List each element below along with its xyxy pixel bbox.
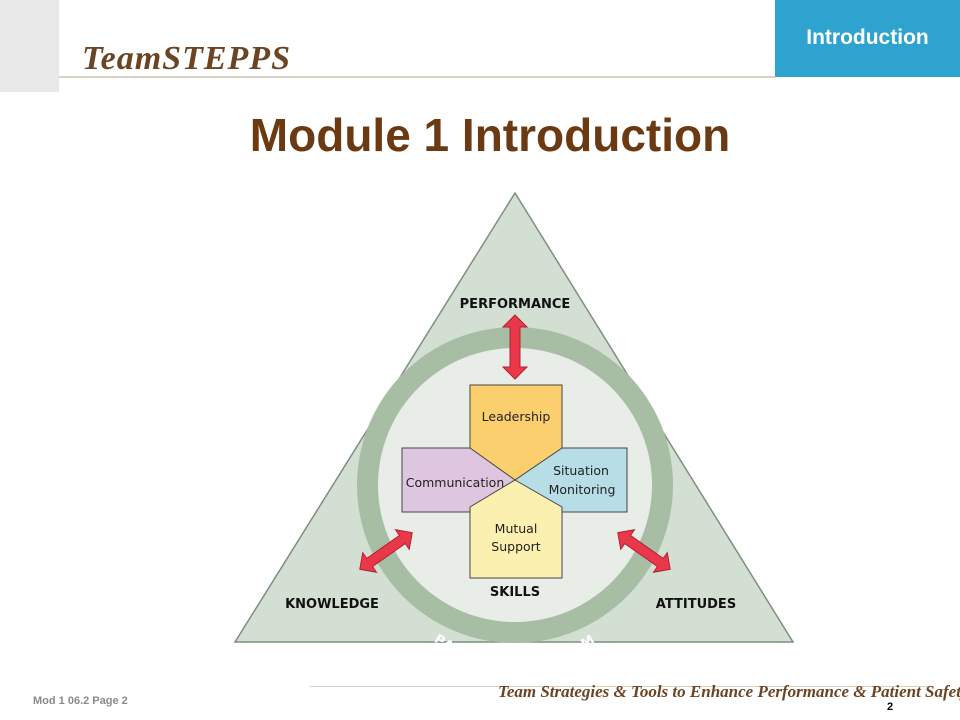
knowledge-arrow (359, 528, 413, 574)
support-label: Support (491, 539, 541, 554)
mutual-support-block[interactable] (469, 479, 563, 579)
skills-label: SKILLS (490, 585, 540, 600)
knowledge-label: KNOWLEDGE (285, 597, 379, 612)
header-divider (59, 76, 775, 78)
communication-label: Communication (406, 475, 505, 490)
mutual-label: Mutual (495, 521, 538, 536)
page-number: 2 (887, 701, 894, 713)
teamstepps-logo: TeamSTEPPS (82, 40, 291, 77)
footer-divider (310, 686, 930, 687)
situation-label: Situation (553, 463, 609, 478)
attitudes-label: ATTITUDES (656, 597, 736, 612)
footer-module-page: Mod 1 06.2 Page 2 (33, 695, 128, 707)
header-corner-block (0, 0, 59, 92)
teamstepps-diagram: Leadership Communication Situation Monit… (233, 191, 795, 650)
attitudes-arrow (617, 528, 671, 574)
performance-label: PERFORMANCE (460, 297, 571, 312)
performance-arrow (501, 314, 529, 380)
footer-tagline: Team Strategies & Tools to Enhance Perfo… (498, 682, 960, 701)
leadership-label: Leadership (482, 409, 551, 424)
section-tab[interactable]: Introduction (775, 0, 960, 77)
monitoring-label: Monitoring (549, 482, 616, 497)
page-title: Module 1 Introduction (249, 109, 731, 161)
